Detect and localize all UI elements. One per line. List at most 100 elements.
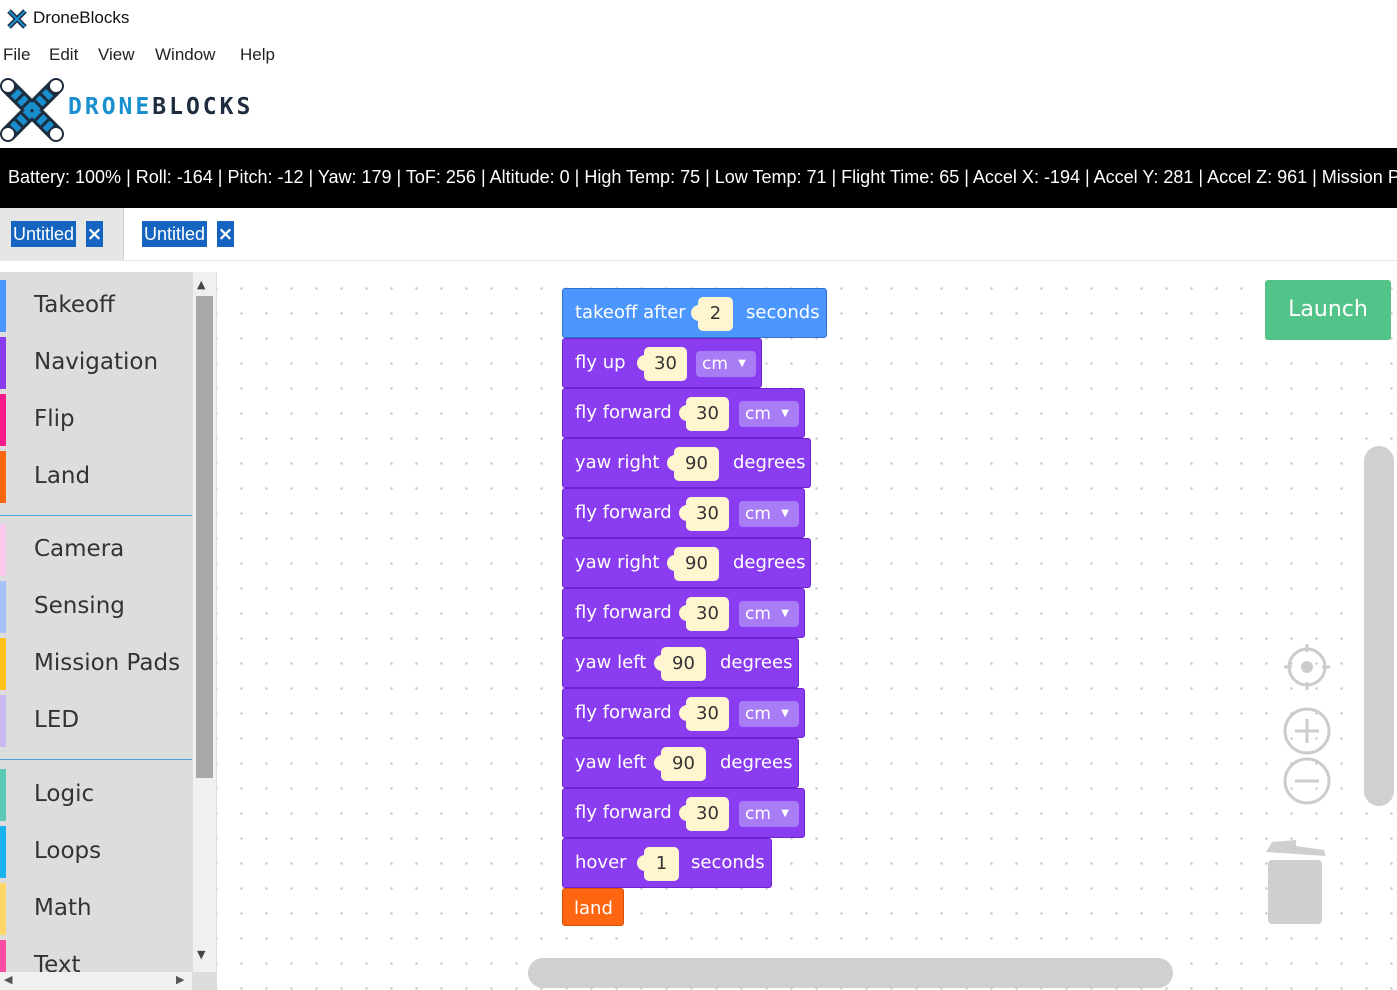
block-label: yaw right	[575, 552, 660, 573]
tab-bar: Untitled × Untitled ×	[0, 208, 1397, 261]
value-input[interactable]: 90	[667, 547, 719, 581]
fly-forward-block[interactable]: fly forward 30 cm▼	[562, 588, 805, 638]
unit-dropdown[interactable]: cm▼	[696, 351, 756, 377]
close-icon[interactable]: ×	[217, 221, 234, 247]
scroll-left-icon[interactable]: ◀	[4, 973, 13, 986]
zoom-in-icon[interactable]	[1282, 706, 1332, 756]
category-color-bar	[0, 769, 6, 821]
droneblocks-logo-icon	[7, 9, 27, 29]
category-separator	[0, 515, 192, 516]
scroll-down-icon[interactable]: ▼	[197, 948, 206, 961]
fly-forward-block[interactable]: fly forward 30 cm▼	[562, 788, 805, 838]
block-label: hover	[575, 852, 627, 873]
category-flip[interactable]: Flip	[0, 394, 192, 446]
tab-label: Untitled	[11, 221, 77, 247]
unit-dropdown[interactable]: cm▼	[739, 501, 799, 527]
category-led[interactable]: LED	[0, 695, 192, 747]
block-label: fly up	[575, 352, 626, 373]
value-input[interactable]: 30	[679, 397, 729, 431]
toolbox-horizontal-scrollbar[interactable]: ◀ ▶	[0, 972, 192, 990]
category-navigation[interactable]: Navigation	[0, 337, 192, 389]
category-list: Takeoff Navigation Flip Land Camera Sens…	[0, 272, 192, 972]
unit-dropdown[interactable]: cm▼	[739, 401, 799, 427]
block-label: seconds	[746, 302, 820, 323]
fly-forward-block[interactable]: fly forward 30 cm▼	[562, 688, 805, 738]
scroll-up-icon[interactable]: ▲	[197, 278, 206, 291]
trash-can-icon[interactable]	[1262, 838, 1330, 928]
dropdown-arrow-icon: ▼	[781, 608, 789, 619]
launch-button[interactable]: Launch	[1265, 280, 1391, 340]
category-text[interactable]: Text	[0, 940, 192, 972]
block-label: degrees	[720, 752, 793, 773]
category-camera[interactable]: Camera	[0, 524, 192, 576]
unit-dropdown[interactable]: cm▼	[739, 601, 799, 627]
category-color-bar	[0, 826, 6, 878]
yaw-right-block[interactable]: yaw right 90 degrees	[562, 438, 811, 488]
fly-forward-block[interactable]: fly forward 30 cm▼	[562, 388, 805, 438]
value-input[interactable]: 1	[637, 847, 679, 881]
tab-untitled-2[interactable]: Untitled ×	[124, 208, 254, 260]
scroll-right-icon[interactable]: ▶	[176, 973, 185, 986]
value-input[interactable]: 90	[654, 647, 706, 681]
block-label: fly forward	[575, 402, 672, 423]
recenter-target-icon[interactable]	[1282, 642, 1332, 692]
yaw-right-block[interactable]: yaw right 90 degrees	[562, 538, 811, 588]
window-title: DroneBlocks	[33, 8, 130, 27]
hover-block[interactable]: hover 1 seconds	[562, 838, 772, 888]
category-color-bar	[0, 394, 6, 446]
menu-edit[interactable]: Edit	[49, 45, 79, 64]
close-icon[interactable]: ×	[86, 221, 103, 247]
category-color-bar	[0, 524, 6, 576]
drone-x-logo-icon	[0, 78, 64, 142]
value-input[interactable]: 90	[654, 747, 706, 781]
unit-dropdown[interactable]: cm▼	[739, 701, 799, 727]
workspace-horizontal-scrollbar[interactable]	[528, 958, 1173, 988]
menu-window[interactable]: Window	[155, 45, 216, 64]
block-label: yaw left	[575, 752, 647, 773]
window-titlebar: DroneBlocks	[0, 0, 1397, 39]
unit-dropdown[interactable]: cm▼	[739, 801, 799, 827]
category-takeoff[interactable]: Takeoff	[0, 280, 192, 332]
tab-untitled-1[interactable]: Untitled ×	[0, 208, 124, 260]
fly-up-block[interactable]: fly up 30 cm▼	[562, 338, 762, 388]
category-color-bar	[0, 940, 6, 972]
block-label: fly forward	[575, 802, 672, 823]
category-land[interactable]: Land	[0, 451, 192, 503]
menu-file[interactable]: File	[3, 45, 31, 64]
value-input[interactable]: 30	[679, 797, 729, 831]
droneblocks-logo: DRONEBLOCKS	[0, 74, 300, 142]
value-input[interactable]: 2	[691, 297, 733, 331]
telemetry-bar: Battery: 100% | Roll: -164 | Pitch: -12 …	[0, 148, 1397, 208]
menu-help[interactable]: Help	[240, 45, 275, 64]
logo-wordmark: DRONEBLOCKS	[68, 94, 254, 120]
zoom-out-icon[interactable]	[1282, 756, 1332, 806]
tab-label: Untitled	[142, 221, 208, 247]
category-logic[interactable]: Logic	[0, 769, 192, 821]
dropdown-arrow-icon: ▼	[781, 708, 789, 719]
block-label: fly forward	[575, 502, 672, 523]
takeoff-block[interactable]: takeoff after 2 seconds	[562, 288, 827, 338]
scrollbar-thumb[interactable]	[196, 296, 213, 778]
yaw-left-block[interactable]: yaw left 90 degrees	[562, 738, 799, 788]
yaw-left-block[interactable]: yaw left 90 degrees	[562, 638, 799, 688]
category-sensing[interactable]: Sensing	[0, 581, 192, 633]
value-input[interactable]: 30	[637, 347, 687, 381]
category-color-bar	[0, 581, 6, 633]
toolbox-vertical-scrollbar[interactable]: ▲ ▼	[193, 272, 216, 972]
menu-view[interactable]: View	[98, 45, 135, 64]
value-input[interactable]: 30	[679, 497, 729, 531]
category-loops[interactable]: Loops	[0, 826, 192, 878]
category-mission-pads[interactable]: Mission Pads	[0, 638, 192, 690]
block-label: degrees	[733, 452, 806, 473]
fly-forward-block[interactable]: fly forward 30 cm▼	[562, 488, 805, 538]
block-label: degrees	[720, 652, 793, 673]
block-label: yaw left	[575, 652, 647, 673]
land-block[interactable]: land	[562, 888, 624, 926]
value-input[interactable]: 30	[679, 697, 729, 731]
category-color-bar	[0, 695, 6, 747]
workspace-vertical-scrollbar[interactable]	[1364, 446, 1394, 806]
category-math[interactable]: Math	[0, 883, 192, 935]
value-input[interactable]: 30	[679, 597, 729, 631]
value-input[interactable]: 90	[667, 447, 719, 481]
category-color-bar	[0, 280, 6, 332]
